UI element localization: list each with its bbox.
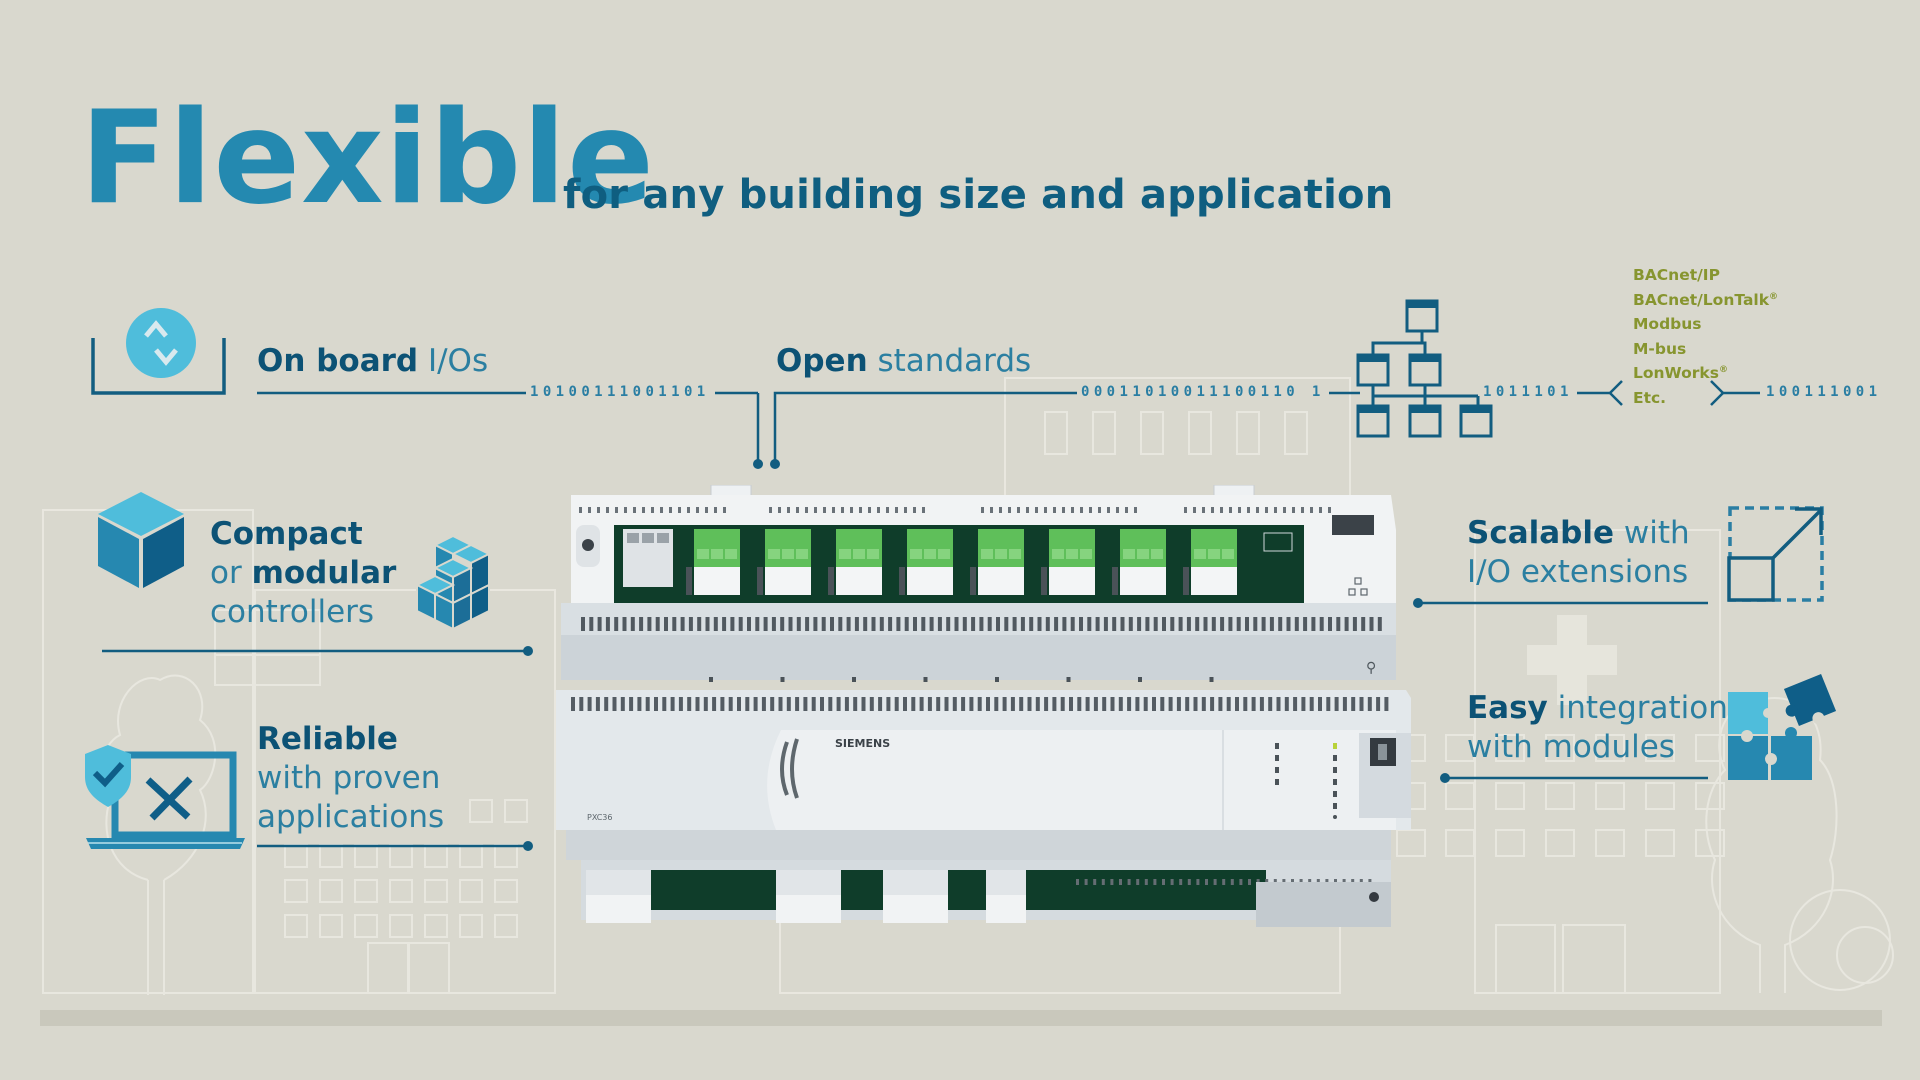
io-arrows-icon [91,308,226,395]
feature-reliable: Reliable with proven applications [257,721,445,835]
puzzle-icon [1728,673,1837,780]
protocol-item: Modbus [1633,315,1702,334]
protocol-item: BACnet/IP [1633,266,1720,285]
feature-scalable: Scalable with I/O extensions [1467,515,1690,590]
front-cover [767,730,1396,830]
feature-easy-integration: Easy integration with modules [1467,690,1728,765]
device-model-label: PXC36 [587,813,613,822]
protocol-item: LonWorks® [1633,364,1728,383]
bg-windows-left [284,799,528,938]
feature-compact: Compact or modular controllers [210,516,397,630]
dot-reliable [523,841,533,851]
green-terminal [694,529,740,567]
scale-arrow-icon [1727,506,1824,602]
feature-onboard-ios: On board I/Os [257,343,489,379]
green-terminal [836,529,882,567]
dot-compact [523,646,533,656]
dot-open [770,459,780,469]
headline-subtitle: for any building size and application [563,172,1394,218]
usb-symbol: ⚲ [1366,660,1376,676]
headline-title: Flexible [80,84,655,233]
dot-easy [1440,773,1450,783]
green-terminal [907,529,953,567]
green-terminal [1191,529,1237,567]
bottom-terminal [986,870,1026,895]
dot-onboard [753,459,763,469]
protocol-item: BACnet/LonTalk® [1633,290,1779,309]
cube-icon [98,492,184,588]
green-terminal [1049,529,1095,567]
ground-strip [40,1010,1882,1026]
green-terminal [765,529,811,567]
green-terminal [1120,529,1166,567]
protocol-item: M-bus [1633,339,1687,358]
network-hierarchy-icon [1356,299,1493,438]
line-open-standards [773,391,1080,463]
binary-open: 00011010011100110 1 [1077,384,1329,400]
feature-open-standards: Open standards [776,343,1032,379]
binary-protocols: 100111001 [1762,384,1886,400]
binary-network: 1011101 [1479,384,1577,400]
dot-scalable [1413,598,1423,608]
controller-body: ⚲ [556,484,1411,927]
controller-device: ⚲ SIEMENS PXC36 [551,484,1416,927]
status-led [1333,743,1337,749]
bg-plus-shape [1527,615,1617,705]
bottom-terminal [586,870,651,895]
device-brand-label: SIEMENS [835,737,891,750]
green-terminal [978,529,1024,567]
bottom-terminal [883,870,948,895]
binary-onboard: 10100111001101 [526,384,714,400]
bottom-terminal [776,870,841,895]
stacked-cubes-icon [415,535,492,630]
laptop-shield-tools-icon [85,745,245,849]
fork-left [1608,380,1623,406]
protocol-item: Etc. [1633,388,1667,407]
